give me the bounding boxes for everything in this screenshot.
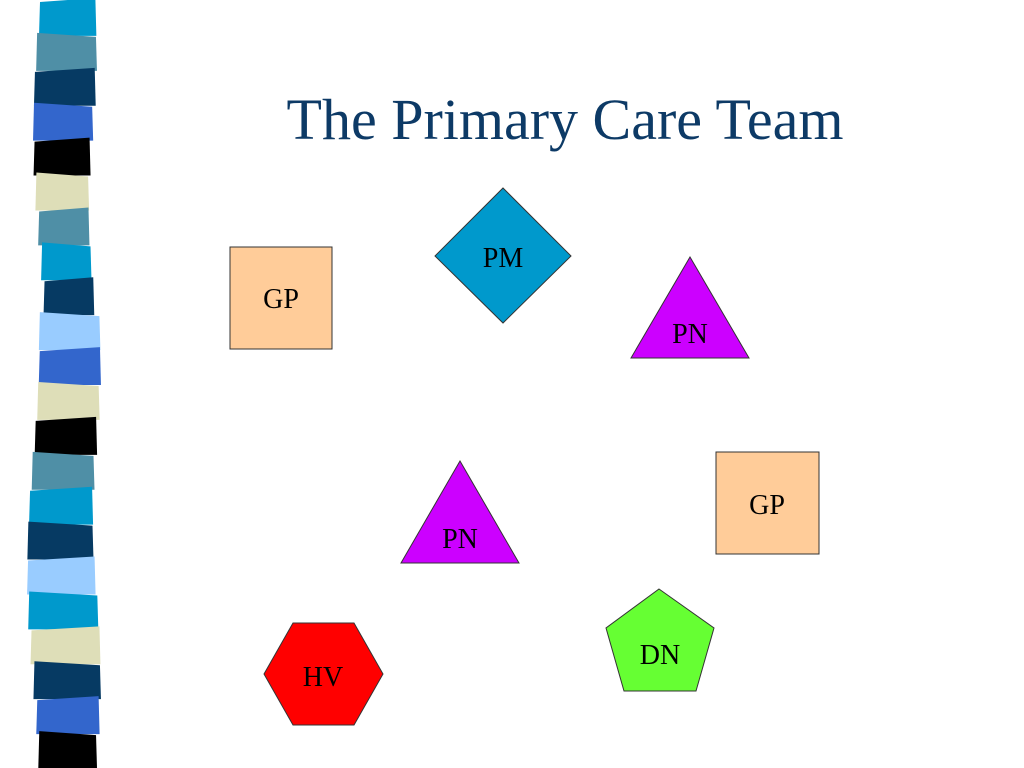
stripe-block bbox=[34, 416, 98, 455]
stripe-block bbox=[33, 661, 101, 700]
stripe-block bbox=[33, 137, 91, 176]
stripe-block bbox=[39, 0, 97, 36]
node-gp-1-square bbox=[229, 246, 333, 350]
node-pn-1-label: PN bbox=[672, 319, 708, 350]
stripe-block bbox=[41, 242, 92, 281]
node-pm-1-label: PM bbox=[483, 243, 524, 274]
node-hv-1-hexagon bbox=[263, 622, 384, 726]
stripe-block bbox=[38, 347, 101, 385]
stripe-block bbox=[36, 696, 100, 735]
stripe-block bbox=[33, 67, 96, 106]
stripe-block bbox=[38, 207, 90, 246]
stripe-block bbox=[29, 486, 94, 525]
node-pn-1-triangle bbox=[630, 256, 750, 359]
node-pm-1-diamond bbox=[434, 187, 572, 324]
stripe-block bbox=[36, 32, 97, 71]
stripe-block bbox=[38, 731, 98, 768]
stripe-block bbox=[31, 451, 95, 490]
node-gp-1: GP bbox=[229, 246, 333, 350]
stripe-block bbox=[33, 102, 94, 141]
decorative-stripe bbox=[27, 0, 101, 768]
node-gp-2-square bbox=[715, 451, 820, 555]
stripe-block bbox=[30, 626, 101, 665]
stripe-block bbox=[27, 556, 96, 595]
node-pn-2: PN bbox=[400, 460, 520, 564]
node-pn-1: PN bbox=[630, 256, 750, 359]
node-pn-2-triangle bbox=[400, 460, 520, 564]
node-gp-2-label: GP bbox=[749, 490, 785, 521]
node-pm-1: PM bbox=[434, 187, 572, 324]
node-hv-1-label: HV bbox=[303, 662, 343, 693]
node-gp-1-label: GP bbox=[263, 284, 299, 315]
node-hv-1: HV bbox=[263, 622, 384, 726]
node-dn-1-pentagon bbox=[605, 588, 715, 692]
node-dn-1-label: DN bbox=[640, 640, 680, 671]
slide-title: The Primary Care Team bbox=[286, 87, 844, 152]
stripe-block bbox=[38, 312, 101, 351]
stripe-block bbox=[28, 591, 99, 630]
stripe-block bbox=[37, 382, 100, 420]
node-pn-2-label: PN bbox=[442, 524, 478, 555]
stripe-block bbox=[35, 172, 90, 211]
node-gp-2: GP bbox=[715, 451, 820, 555]
stripe-block bbox=[43, 277, 95, 316]
node-dn-1: DN bbox=[605, 588, 715, 692]
stripe-block bbox=[27, 521, 94, 560]
